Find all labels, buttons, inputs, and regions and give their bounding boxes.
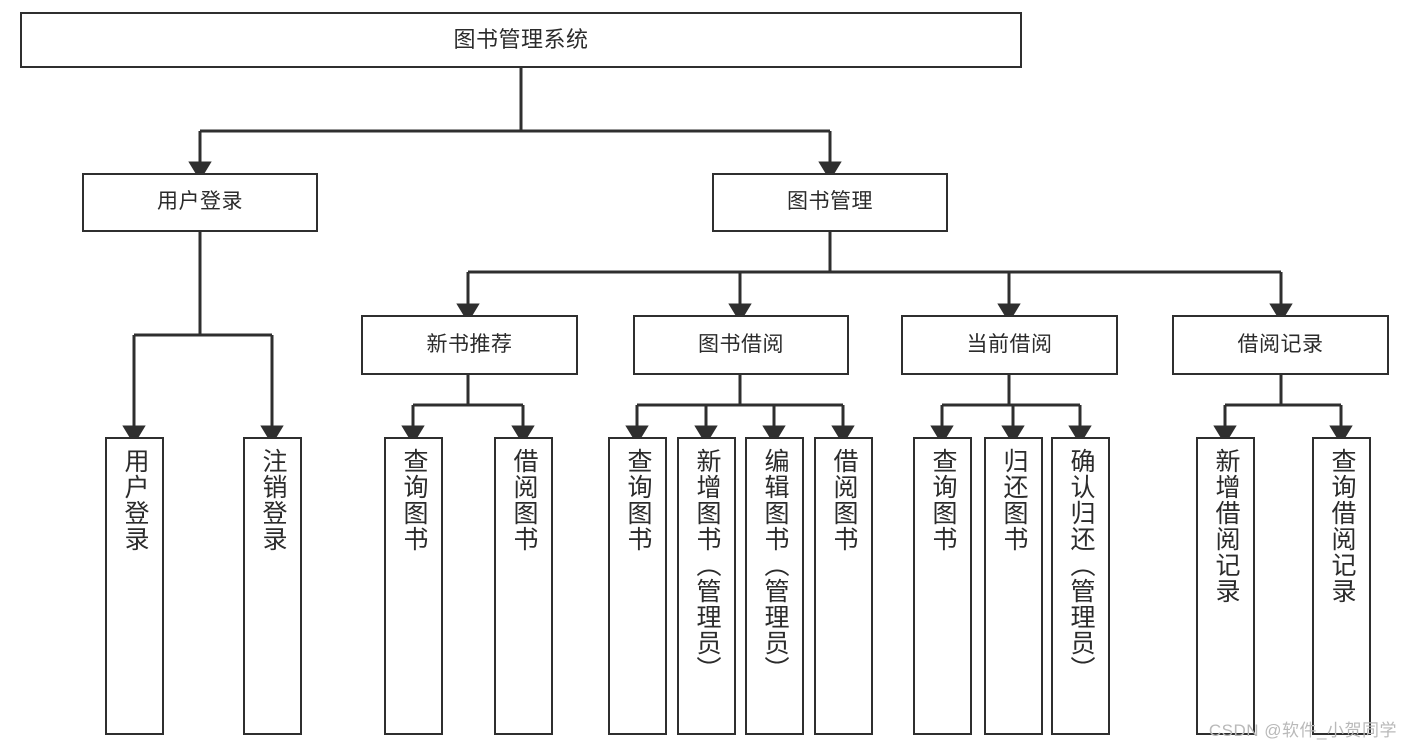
- node-label: 当前借阅: [966, 332, 1053, 356]
- node-label: 图书借阅: [698, 332, 784, 356]
- leaf-query-book-borrow[interactable]: 查询图书: [608, 437, 667, 735]
- node-label: 新增图书（管理员）: [693, 448, 721, 682]
- node-label: 查询借阅记录: [1328, 448, 1356, 604]
- node-label: 借阅图书: [830, 448, 858, 552]
- node-label: 新增借阅记录: [1212, 448, 1240, 604]
- leaf-confirm-return-admin[interactable]: 确认归还（管理员）: [1051, 437, 1110, 735]
- node-label: 归还图书: [1000, 448, 1028, 552]
- node-label: 查询图书: [400, 448, 428, 552]
- leaf-add-borrow-record[interactable]: 新增借阅记录: [1196, 437, 1255, 735]
- node-new-book-recommend[interactable]: 新书推荐: [361, 315, 578, 375]
- node-label: 确认归还（管理员）: [1067, 448, 1095, 682]
- leaf-query-book-current[interactable]: 查询图书: [913, 437, 972, 735]
- leaf-borrow-book-action[interactable]: 借阅图书: [814, 437, 873, 735]
- node-label: 编辑图书（管理员）: [761, 448, 789, 682]
- node-label: 图书管理: [787, 190, 873, 214]
- leaf-query-book-recommend[interactable]: 查询图书: [384, 437, 443, 735]
- node-book-manage[interactable]: 图书管理: [712, 173, 948, 232]
- leaf-borrow-book-recommend[interactable]: 借阅图书: [494, 437, 553, 735]
- node-label: 新书推荐: [426, 332, 513, 356]
- node-label: 注销登录: [259, 448, 287, 552]
- node-book-borrow[interactable]: 图书借阅: [633, 315, 849, 375]
- node-label: 用户登录: [157, 190, 243, 214]
- node-label: 查询图书: [929, 448, 957, 552]
- node-label: 查询图书: [624, 448, 652, 552]
- node-root-system[interactable]: 图书管理系统: [20, 12, 1022, 68]
- leaf-add-book-admin[interactable]: 新增图书（管理员）: [677, 437, 736, 735]
- watermark-text: CSDN @软件_小贺同学: [1208, 721, 1397, 740]
- node-current-borrow[interactable]: 当前借阅: [901, 315, 1118, 375]
- node-label: 用户登录: [121, 448, 149, 552]
- leaf-logout-login[interactable]: 注销登录: [243, 437, 302, 735]
- node-borrow-record[interactable]: 借阅记录: [1172, 315, 1389, 375]
- leaf-query-borrow-record[interactable]: 查询借阅记录: [1312, 437, 1371, 735]
- leaf-edit-book-admin[interactable]: 编辑图书（管理员）: [745, 437, 804, 735]
- leaf-return-book[interactable]: 归还图书: [984, 437, 1043, 735]
- node-user-login[interactable]: 用户登录: [82, 173, 318, 232]
- leaf-user-login[interactable]: 用户登录: [105, 437, 164, 735]
- node-label: 借阅图书: [510, 448, 538, 552]
- node-label: 借阅记录: [1237, 332, 1324, 356]
- node-label: 图书管理系统: [453, 27, 589, 53]
